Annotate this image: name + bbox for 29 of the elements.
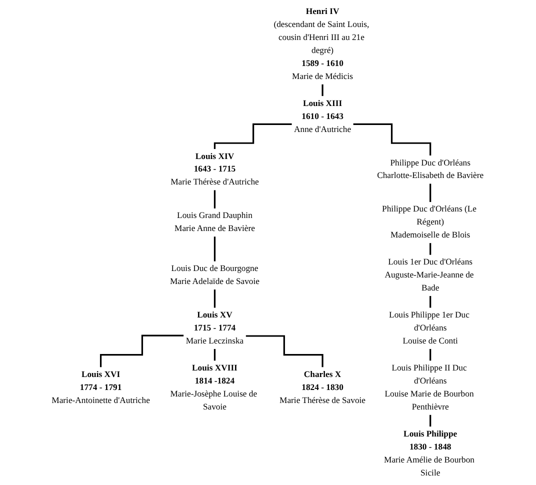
node-text: Louis Philippe 1830 - 1848 Marie Amélie de Bourbon Sicile <box>384 429 474 478</box>
node-text: Louis 1er Duc d'Orléans Auguste-Marie-Jeanne de Bade <box>384 258 474 293</box>
node-text: Louis Philippe 1er Duc d'Orléans Louise de Conti <box>389 310 470 346</box>
connector <box>214 189 216 210</box>
node-text: Charles X 1824 - 1830 Marie Thérèse de Savoie <box>280 370 366 406</box>
node-text: Louis Philippe II Duc d'Orléans Louise Marie de Bourbon Penthièvre <box>384 363 474 412</box>
connector <box>214 288 216 309</box>
node-text: Louis XIV 1643 - 1715 Marie Thérèse d'Autriche <box>170 152 259 187</box>
connector <box>430 242 432 256</box>
connector <box>430 182 432 203</box>
node-text: Louis XIII 1610 - 1643 Anne d'Autriche <box>294 98 352 134</box>
connector <box>430 414 432 428</box>
node-text: Louis XVI 1774 - 1791 Marie-Antoinette d'Autriche <box>52 370 150 406</box>
connector <box>353 123 432 156</box>
node-text: Louis XVIII 1814 -1824 Marie-Josèphe Louise de Savoie <box>170 363 258 412</box>
connector <box>430 295 432 309</box>
connector <box>246 335 324 368</box>
node-text: Henri IV (descendant de Saint Louis, cousin d'Henri III au 21e degré) 1589 - 1610 Marie de Médicis <box>274 7 370 82</box>
node-text: Louis Grand Dauphin Marie Anne de Bavière <box>174 211 255 234</box>
node-text: Louis XV 1715 - 1774 Marie Leczinska <box>186 310 244 346</box>
node-text: Philippe Duc d'Orléans (Le Régent) Mademoiselle de Blois <box>382 204 476 240</box>
connector <box>322 83 324 97</box>
connector <box>214 236 216 262</box>
connector <box>430 348 432 362</box>
connector <box>100 334 184 368</box>
connector <box>214 123 292 150</box>
node-text: Louis Duc de Bourgogne Marie Adelaïde de Savoie <box>170 264 260 286</box>
connector <box>214 348 216 362</box>
node-text: Philippe Duc d'Orléans Charlotte-Elisabeth de Bavière <box>377 158 484 180</box>
